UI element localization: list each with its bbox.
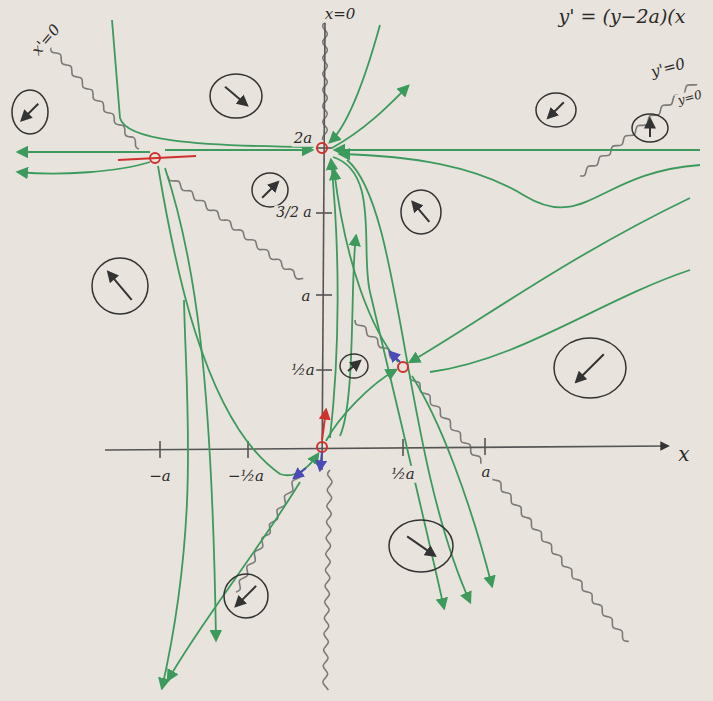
trajectory	[430, 270, 690, 372]
trajectory	[333, 157, 444, 608]
nullcline-label: y=0	[675, 88, 706, 108]
axis	[322, 22, 325, 470]
fixed-point	[322, 410, 326, 440]
indicator-arrow	[22, 104, 39, 121]
trajectory	[330, 25, 380, 142]
indicator-arrow	[108, 272, 131, 300]
indicator-arrow	[413, 202, 430, 222]
direction-indicator	[554, 338, 626, 398]
indicator-arrow	[576, 354, 604, 382]
axis	[316, 369, 332, 371]
fixed-point	[118, 156, 196, 160]
nullcline	[40, 35, 139, 149]
axis	[105, 22, 668, 470]
nullcline	[40, 22, 697, 690]
indicator-arrow	[236, 586, 256, 606]
fixed-point	[294, 468, 306, 478]
axis	[159, 441, 161, 458]
trajectory	[18, 151, 150, 153]
tick-label: 2a	[292, 130, 315, 147]
axis	[316, 212, 332, 214]
direction-indicator	[12, 90, 48, 134]
direction-indicator	[401, 190, 441, 234]
trajectory	[410, 198, 690, 362]
indicator-arrow	[407, 536, 435, 555]
axis	[402, 439, 404, 456]
fixed-point	[320, 452, 322, 470]
trajectory	[168, 482, 300, 680]
direction-indicator	[389, 520, 453, 572]
indicator-arrow	[348, 361, 360, 371]
trajectory	[335, 149, 700, 151]
tick-label: ½a	[289, 362, 316, 379]
direction-indicator	[632, 114, 668, 142]
trajectory	[18, 20, 700, 688]
direction-indicator	[224, 574, 268, 618]
direction-indicator	[252, 173, 288, 207]
indicator-ring	[536, 93, 576, 127]
indicator-arrow	[262, 182, 278, 198]
indicator-ring	[210, 74, 262, 118]
indicator-ring	[401, 190, 441, 234]
trajectory	[334, 170, 398, 362]
trajectory	[165, 168, 216, 640]
direction-indicator	[210, 74, 262, 118]
axis	[316, 147, 332, 149]
direction-indicator	[92, 258, 148, 314]
axis	[105, 446, 668, 450]
indicator-arrow	[548, 102, 564, 118]
trajectory	[326, 370, 396, 441]
tick-label: −½a	[226, 468, 266, 485]
nullcline	[323, 470, 332, 690]
indicator-arrow	[649, 119, 651, 137]
nullcline-label: x=0	[323, 6, 358, 23]
direction-indicator	[536, 93, 576, 127]
indicator-ring	[252, 173, 288, 207]
trajectory	[330, 160, 338, 438]
trajectory	[332, 86, 408, 148]
fixed-point	[118, 143, 408, 478]
axis	[484, 438, 486, 455]
tick-label: ½a	[389, 466, 416, 483]
indicator-ring	[554, 338, 626, 398]
direction-indicator	[340, 354, 368, 378]
indicator-arrow	[225, 87, 247, 105]
trajectory	[347, 160, 470, 602]
direction-indicator	[12, 74, 668, 618]
fixed-point	[390, 352, 400, 362]
axis	[316, 294, 332, 296]
trajectory	[340, 154, 700, 207]
fixed-point	[317, 143, 327, 153]
axis-name: x	[676, 443, 691, 465]
indicator-ring	[92, 258, 148, 314]
indicator-ring	[632, 114, 668, 142]
tick-label: a	[300, 288, 313, 305]
trajectory	[158, 166, 318, 475]
equation: y' = (y−2a)(x	[557, 6, 688, 27]
nullcline-label: y'=0	[647, 55, 689, 81]
fixed-point	[398, 362, 408, 372]
tick-label: a	[480, 464, 493, 481]
indicator-ring	[389, 520, 453, 572]
indicator-ring	[12, 90, 48, 134]
tick-label: 3/2 a	[274, 205, 313, 220]
nullcline-label: x'=0	[27, 20, 65, 60]
fixed-point	[317, 442, 327, 452]
trajectory	[18, 162, 150, 174]
tick-label: −a	[147, 468, 173, 485]
trajectory	[112, 20, 312, 147]
indicator-ring	[340, 354, 368, 378]
trajectory	[162, 300, 188, 688]
trajectory	[165, 149, 312, 151]
indicator-ring	[224, 574, 268, 618]
